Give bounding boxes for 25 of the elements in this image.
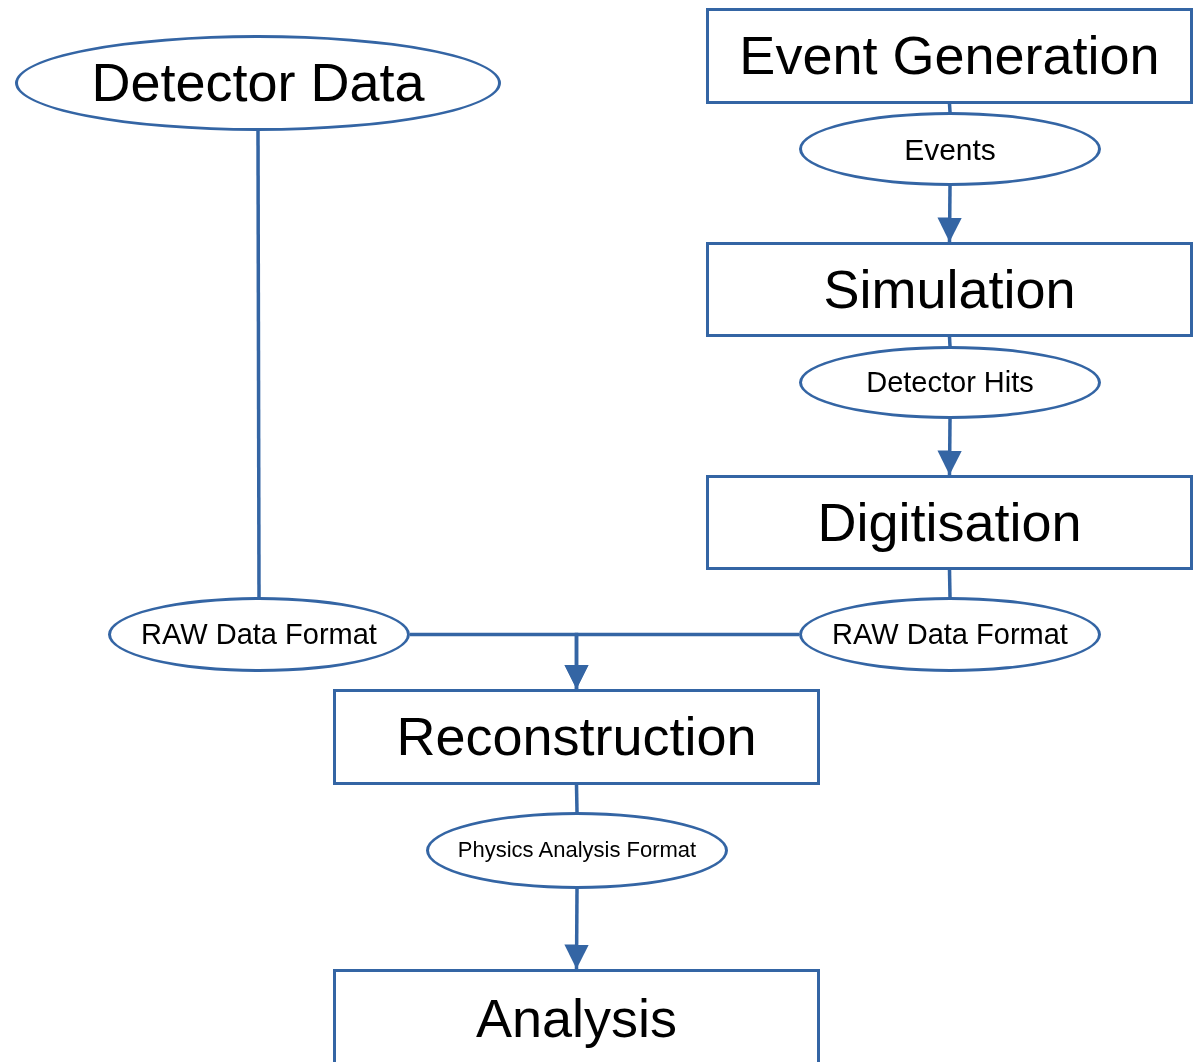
node-label: Physics Analysis Format — [457, 838, 697, 863]
connector-line — [256, 131, 261, 597]
arrow — [564, 632, 799, 689]
node-label: Simulation — [823, 259, 1076, 320]
process-box — [706, 475, 1193, 570]
process-box — [333, 969, 820, 1062]
node-label: Digitisation — [817, 492, 1082, 553]
process-box — [333, 689, 820, 785]
process-box — [706, 8, 1193, 104]
node-label: RAW Data Format — [832, 618, 1068, 651]
connector-line — [947, 336, 952, 347]
node-label: Analysis — [475, 989, 678, 1049]
node-label: Event Generation — [739, 26, 1160, 86]
node-label: Reconstruction — [396, 707, 757, 767]
process-box — [706, 242, 1193, 337]
arrow — [564, 889, 589, 969]
node-label: Events — [904, 132, 996, 166]
connector-line — [947, 103, 952, 113]
node-label: Detector Data — [91, 53, 425, 113]
arrow — [937, 186, 962, 242]
connector-line — [574, 784, 579, 813]
connector-line — [947, 569, 952, 598]
node-label: Detector Hits — [866, 366, 1034, 399]
node-label: RAW Data Format — [141, 618, 377, 651]
arrow — [937, 419, 962, 475]
